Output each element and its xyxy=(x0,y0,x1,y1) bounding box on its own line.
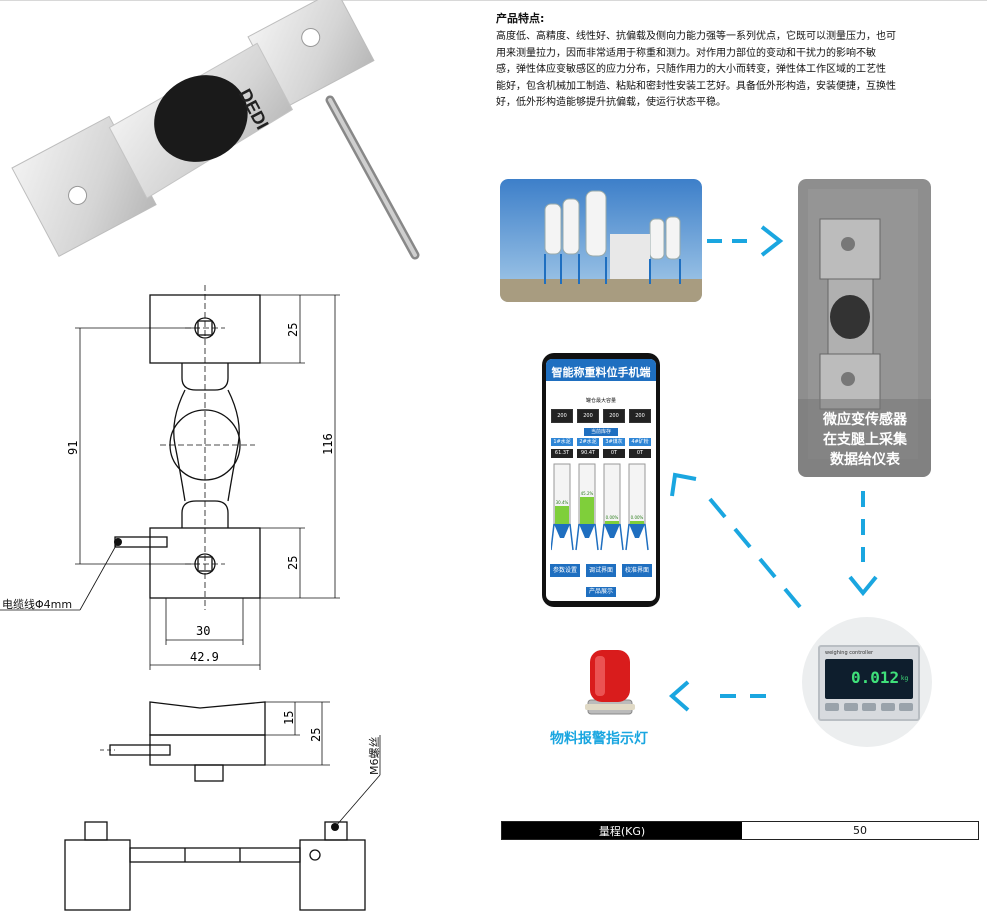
side-view-drawing: 15 25 xyxy=(100,701,330,782)
debug-screen-button[interactable]: 调试界面 xyxy=(586,564,616,577)
bin-label: 1#水泥 xyxy=(551,438,573,446)
features-line: 高度低、高精度、线性好、抗偏载及侧向力能力强等一系列优点，它既可以测量压力，也可 xyxy=(496,31,896,42)
silo-cone xyxy=(629,524,645,538)
capacity-row: 200 200 200 200 xyxy=(551,409,651,423)
controller-brand: weighing controller xyxy=(825,650,874,656)
controller-key[interactable] xyxy=(899,703,913,711)
flow-arrows xyxy=(668,225,878,712)
sensor-caption: 微应变传感器 在支腿上采集 数据给仪表 xyxy=(805,410,925,470)
capacity-value: 200 xyxy=(629,409,651,423)
bin-labels-row: 1#水泥 2#水泥 3#煤灰 4#矿粉 xyxy=(551,438,651,446)
features-line: 用来测量拉力，因而非常适用于称重和测力。对作用力部位的变动和干扰力的影响不敏 xyxy=(496,47,876,59)
warning-lamp xyxy=(585,650,635,715)
sensor-caption-line: 微应变传感器 xyxy=(823,412,907,428)
silo-leg xyxy=(619,523,624,551)
silo-leg xyxy=(551,523,555,551)
bolt-label: M6螺丝 xyxy=(368,737,381,776)
silo-fill-level xyxy=(580,497,594,524)
dim-25-side: 25 xyxy=(309,728,323,742)
batching-plant-photo xyxy=(500,179,702,302)
stock-value: 90.4T xyxy=(577,449,599,458)
spec-label: 量程(KG) xyxy=(502,822,742,839)
stock-value: 0T xyxy=(603,449,625,458)
front-view-drawing: 25 91 116 25 30 42.9 电缆线Φ4mm xyxy=(0,285,340,670)
phone-frame: 智能称重料位手机端 罐仓最大容量 200 200 200 200 当前库存 1#… xyxy=(542,353,660,607)
stock-label: 当前库存 xyxy=(584,428,618,436)
capacity-value: 200 xyxy=(603,409,625,423)
capacity-value: 200 xyxy=(551,409,573,423)
lamp-caption: 物料报警指示灯 xyxy=(550,731,648,747)
silo-cone xyxy=(579,524,595,538)
product-showcase-button[interactable]: 产品展示 xyxy=(586,587,616,597)
phone-header xyxy=(546,359,656,381)
silo-cone xyxy=(554,524,570,538)
features-line: 好，低外形构造能够提升抗偏载，使运行状态平稳。 xyxy=(496,97,726,108)
silo-fill-percent: 45.2% xyxy=(581,491,594,496)
install-view-drawing: M6螺丝 xyxy=(64,735,381,911)
controller-key[interactable] xyxy=(880,703,895,711)
dim-30: 30 xyxy=(196,624,210,638)
silo-fill-level xyxy=(605,521,619,524)
bin-label: 4#矿粉 xyxy=(629,438,651,446)
stock-value: 61.3T xyxy=(551,449,573,458)
features-line: 能好，包含机械加工制造、粘贴和密封性安装工艺好。具备低外形构造，安装便捷，互换性 xyxy=(496,80,896,92)
spec-table-row: 量程(KG) 50 xyxy=(501,821,979,840)
product-photo: DEDI xyxy=(11,0,420,260)
controller-key[interactable] xyxy=(825,703,839,711)
features-body: 高度低、高精度、线性好、抗偏载及侧向力能力强等一系列优点，它既可以测量压力，也可… xyxy=(496,29,916,112)
silo-cone xyxy=(604,524,620,538)
calibration-screen-button[interactable]: 校准界面 xyxy=(622,564,652,577)
controller-key[interactable] xyxy=(862,703,876,711)
dim-42-9: 42.9 xyxy=(190,650,219,664)
features-line: 感，弹性体应变敏感区的应力分布，只随作用力的大小而转变，弹性体工作区域的工艺性 xyxy=(496,64,886,75)
controller-body: weighing controller 0.012 kg xyxy=(818,645,920,721)
top-divider xyxy=(0,0,987,1)
silo-fill-level xyxy=(555,506,569,524)
sensor-caption-line: 数据给仪表 xyxy=(830,452,900,468)
controller-photo: weighing controller 0.012 kg xyxy=(802,617,932,747)
controller-key[interactable] xyxy=(843,703,858,711)
phone-screen: 智能称重料位手机端 罐仓最大容量 200 200 200 200 当前库存 1#… xyxy=(546,359,656,601)
phone-title: 智能称重料位手机端 xyxy=(551,366,651,379)
controller-keypad xyxy=(825,703,913,711)
dim-116: 116 xyxy=(321,433,335,455)
cable-label: 电缆线Φ4mm xyxy=(2,597,72,611)
dim-25-bottom: 25 xyxy=(286,556,300,570)
controller-reading: 0.012 xyxy=(851,668,900,687)
silo-fill-percent: 0.00% xyxy=(631,515,644,520)
silo-leg xyxy=(600,523,605,551)
stock-value: 0T xyxy=(629,449,651,458)
phone-button-row: 参数设置 调试界面 校准界面 xyxy=(550,564,652,577)
silo-gauges: 30.4% 45.2% 0.00% 0.00% xyxy=(551,463,649,551)
param-settings-button[interactable]: 参数设置 xyxy=(550,564,580,577)
sensor-installed-photo xyxy=(798,179,931,477)
dim-15: 15 xyxy=(282,711,296,725)
dim-25-top: 25 xyxy=(286,323,300,337)
dim-91: 91 xyxy=(66,441,80,455)
silo-leg xyxy=(594,523,599,551)
silo-leg xyxy=(569,523,574,551)
silo-fill-percent: 0.00% xyxy=(606,515,619,520)
silo-leg xyxy=(644,523,649,551)
features-title: 产品特点: xyxy=(496,12,545,25)
silo-leg xyxy=(625,523,630,551)
stock-row: 61.3T 90.4T 0T 0T xyxy=(551,449,651,458)
silo-leg xyxy=(575,523,580,551)
controller-unit: kg xyxy=(901,675,909,682)
capacity-label: 罐仓最大容量 xyxy=(585,398,616,404)
capacity-value: 200 xyxy=(577,409,599,423)
sensor-caption-line: 在支腿上采集 xyxy=(823,432,907,448)
silo-fill-percent: 30.4% xyxy=(556,500,569,505)
bin-label: 3#煤灰 xyxy=(603,438,625,446)
spec-value: 50 xyxy=(853,824,867,837)
controller-display: 0.012 kg xyxy=(825,659,913,699)
bin-label: 2#水泥 xyxy=(577,438,599,446)
silo-fill-level xyxy=(630,521,644,524)
